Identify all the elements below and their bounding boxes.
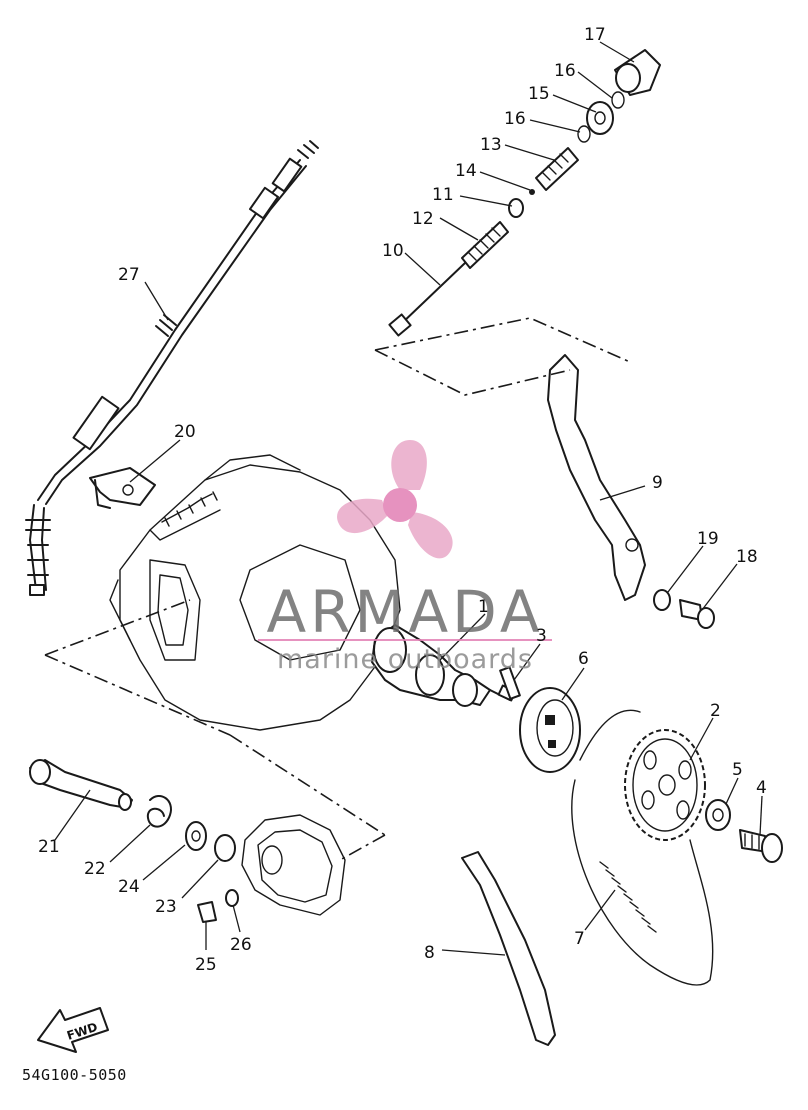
part-label: 18	[736, 547, 758, 567]
washer	[185, 821, 207, 851]
part-label: 13	[480, 135, 502, 155]
tensioner-bolt	[679, 599, 715, 629]
part-label: 4	[756, 778, 767, 798]
part-label: 3	[536, 626, 547, 646]
tensioner-guide	[547, 354, 646, 601]
watermark-tagline: marine outboards	[277, 644, 533, 675]
watermark: ARMADA marine outboards	[258, 440, 552, 675]
part-label: 12	[412, 209, 434, 229]
part-label: 25	[195, 955, 217, 975]
side-cover	[241, 814, 346, 916]
washer	[225, 889, 239, 907]
part-label: 19	[697, 529, 719, 549]
part-label: 17	[584, 25, 606, 45]
reference-line-tensioner	[374, 317, 631, 396]
part-label: 16	[554, 61, 576, 81]
part-labels: 1 2 3 4 5 6 7 8 9 10 11 12 13 14 15 16 1…	[38, 25, 767, 975]
cable-bracket	[89, 467, 156, 509]
dowel-pin	[499, 666, 521, 700]
washer	[705, 799, 731, 831]
part-label: 26	[230, 935, 252, 955]
part-label: 2	[710, 701, 721, 721]
part-label: 24	[118, 877, 140, 897]
part-label: 16	[504, 109, 526, 129]
part-label: 20	[174, 422, 196, 442]
propeller-hub	[383, 488, 417, 522]
part-label: 10	[382, 241, 404, 261]
part-label: 6	[578, 649, 589, 669]
leader-lines	[54, 41, 763, 956]
part-label: 22	[84, 859, 106, 879]
decompressor-cam	[519, 687, 581, 773]
cover-bolt	[197, 901, 217, 923]
chain-guide	[461, 851, 556, 1046]
reference-line-head	[44, 599, 386, 861]
decompression-lever	[29, 759, 133, 811]
part-label: 1	[478, 597, 489, 617]
lever-spring	[146, 795, 172, 828]
part-label: 9	[652, 473, 663, 493]
part-label: 21	[38, 837, 60, 857]
part-label: 5	[732, 760, 743, 780]
washer	[653, 589, 671, 611]
watermark-brand: ARMADA	[266, 578, 543, 646]
part-label: 15	[528, 84, 550, 104]
propeller-logo	[337, 440, 453, 559]
cam-sprocket	[624, 729, 706, 841]
cable-assembly	[25, 140, 319, 596]
part-label: 7	[574, 929, 585, 949]
part-label: 23	[155, 897, 177, 917]
timing-chain	[571, 709, 714, 986]
part-label: 14	[455, 161, 477, 181]
part-label: 8	[424, 943, 435, 963]
sprocket-bolt	[739, 829, 783, 863]
forward-arrow: FWD	[37, 1007, 109, 1053]
part-label: 27	[118, 265, 140, 285]
part-label: 11	[432, 185, 454, 205]
catalog-code: 54G100-5050	[22, 1066, 127, 1084]
oil-seal	[214, 834, 236, 862]
tensioner-assembly	[388, 49, 661, 337]
